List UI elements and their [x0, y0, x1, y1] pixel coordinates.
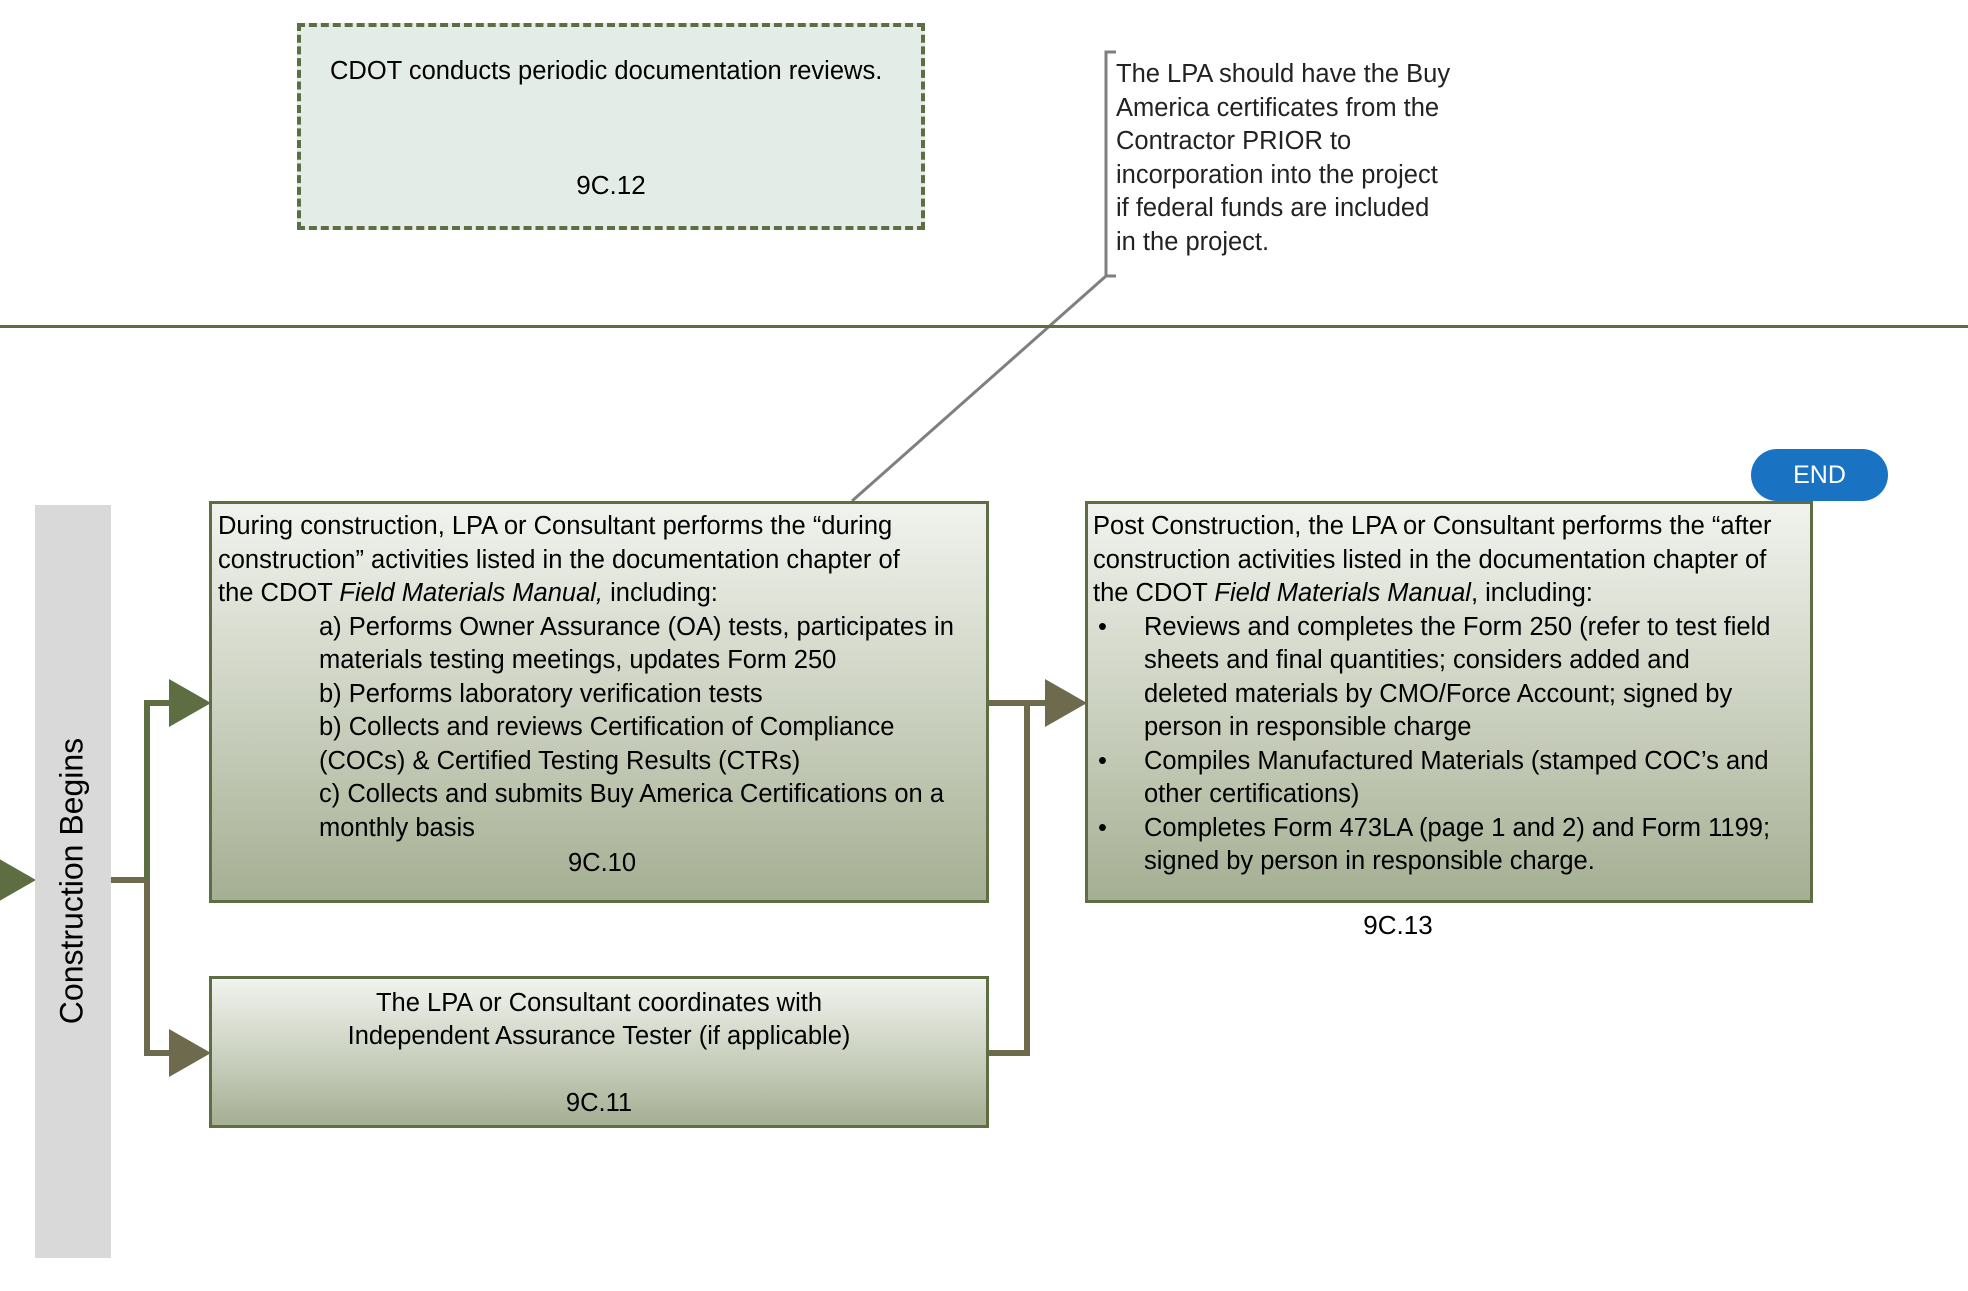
- end-terminator: END: [1751, 449, 1888, 501]
- callout-line: The LPA should have the Buy: [1116, 60, 1451, 88]
- independent-assurance-box: The LPA or Consultant coordinates with I…: [209, 976, 989, 1128]
- callout-line: Contractor PRIOR to: [1116, 127, 1352, 155]
- post-bullet: • Compiles Manufactured Materials (stamp…: [1098, 746, 1769, 809]
- bullet-icon: •: [1098, 746, 1107, 775]
- to-during-arrow: [144, 679, 211, 880]
- bullet-icon: •: [1098, 612, 1107, 641]
- buy-america-callout: The LPA should have the Buy America cert…: [1116, 58, 1486, 259]
- during-ref: 9C.10: [567, 849, 637, 877]
- post-line: Post Construction, the LPA or Consultant…: [1093, 512, 1772, 540]
- during-item: c) Collects and submits Buy America Cert…: [319, 780, 944, 808]
- documentation-review-box: CDOT conducts periodic documentation rev…: [297, 23, 925, 230]
- during-item: b) Performs laboratory verification test…: [319, 679, 763, 708]
- callout-leader-line: [851, 274, 1107, 503]
- callout-line: incorporation into the project: [1116, 160, 1438, 189]
- end-label: END: [1793, 460, 1846, 489]
- review-text: CDOT conducts periodic documentation rev…: [330, 57, 883, 85]
- during-item: (COCs) & Certified Testing Results (CTRs…: [319, 746, 801, 775]
- callout-bracket: [1104, 50, 1116, 278]
- during-construction-box: During construction, LPA or Consultant p…: [209, 501, 989, 903]
- construction-begins-bar: [35, 505, 111, 1258]
- to-ia-arrow: [144, 880, 211, 1077]
- during-item: monthly basis: [319, 813, 475, 842]
- during-item: materials testing meetings, updates Form…: [319, 646, 837, 674]
- callout-line: America certificates from the: [1116, 93, 1440, 122]
- post-bullet: • Completes Form 473LA (page 1 and 2) an…: [1098, 813, 1771, 876]
- post-bullet: • Reviews and completes the Form 250 (re…: [1098, 612, 1771, 742]
- during-item: a) Performs Owner Assurance (OA) tests, …: [319, 612, 954, 641]
- bullet-icon: •: [1098, 813, 1107, 842]
- during-line: the CDOT Field Materials Manual, includi…: [218, 579, 718, 607]
- swimlane-divider: [0, 325, 1968, 328]
- post-construction-box: Post Construction, the LPA or Consultant…: [1085, 501, 1813, 903]
- review-ref: 9C.12: [576, 170, 646, 200]
- ia-ref: 9C.11: [565, 1089, 633, 1117]
- post-line: the CDOT Field Materials Manual, includi…: [1093, 579, 1593, 607]
- during-line: During construction, LPA or Consultant p…: [218, 512, 893, 540]
- construction-begins-label: Construction Begins: [53, 737, 90, 1025]
- ia-line: Independent Assurance Tester (if applica…: [347, 1022, 851, 1050]
- during-item: b) Collects and reviews Certification of…: [319, 713, 895, 741]
- post-line: construction activities listed in the do…: [1093, 545, 1767, 574]
- ia-to-post-connector: [989, 703, 1030, 1056]
- post-construction-ref: 9C.13: [1363, 910, 1433, 940]
- during-line: construction” activities listed in the d…: [218, 545, 900, 574]
- callout-line: in the project.: [1116, 227, 1270, 256]
- ia-line: The LPA or Consultant coordinates with: [375, 989, 823, 1017]
- callout-line: if federal funds are included: [1116, 194, 1430, 222]
